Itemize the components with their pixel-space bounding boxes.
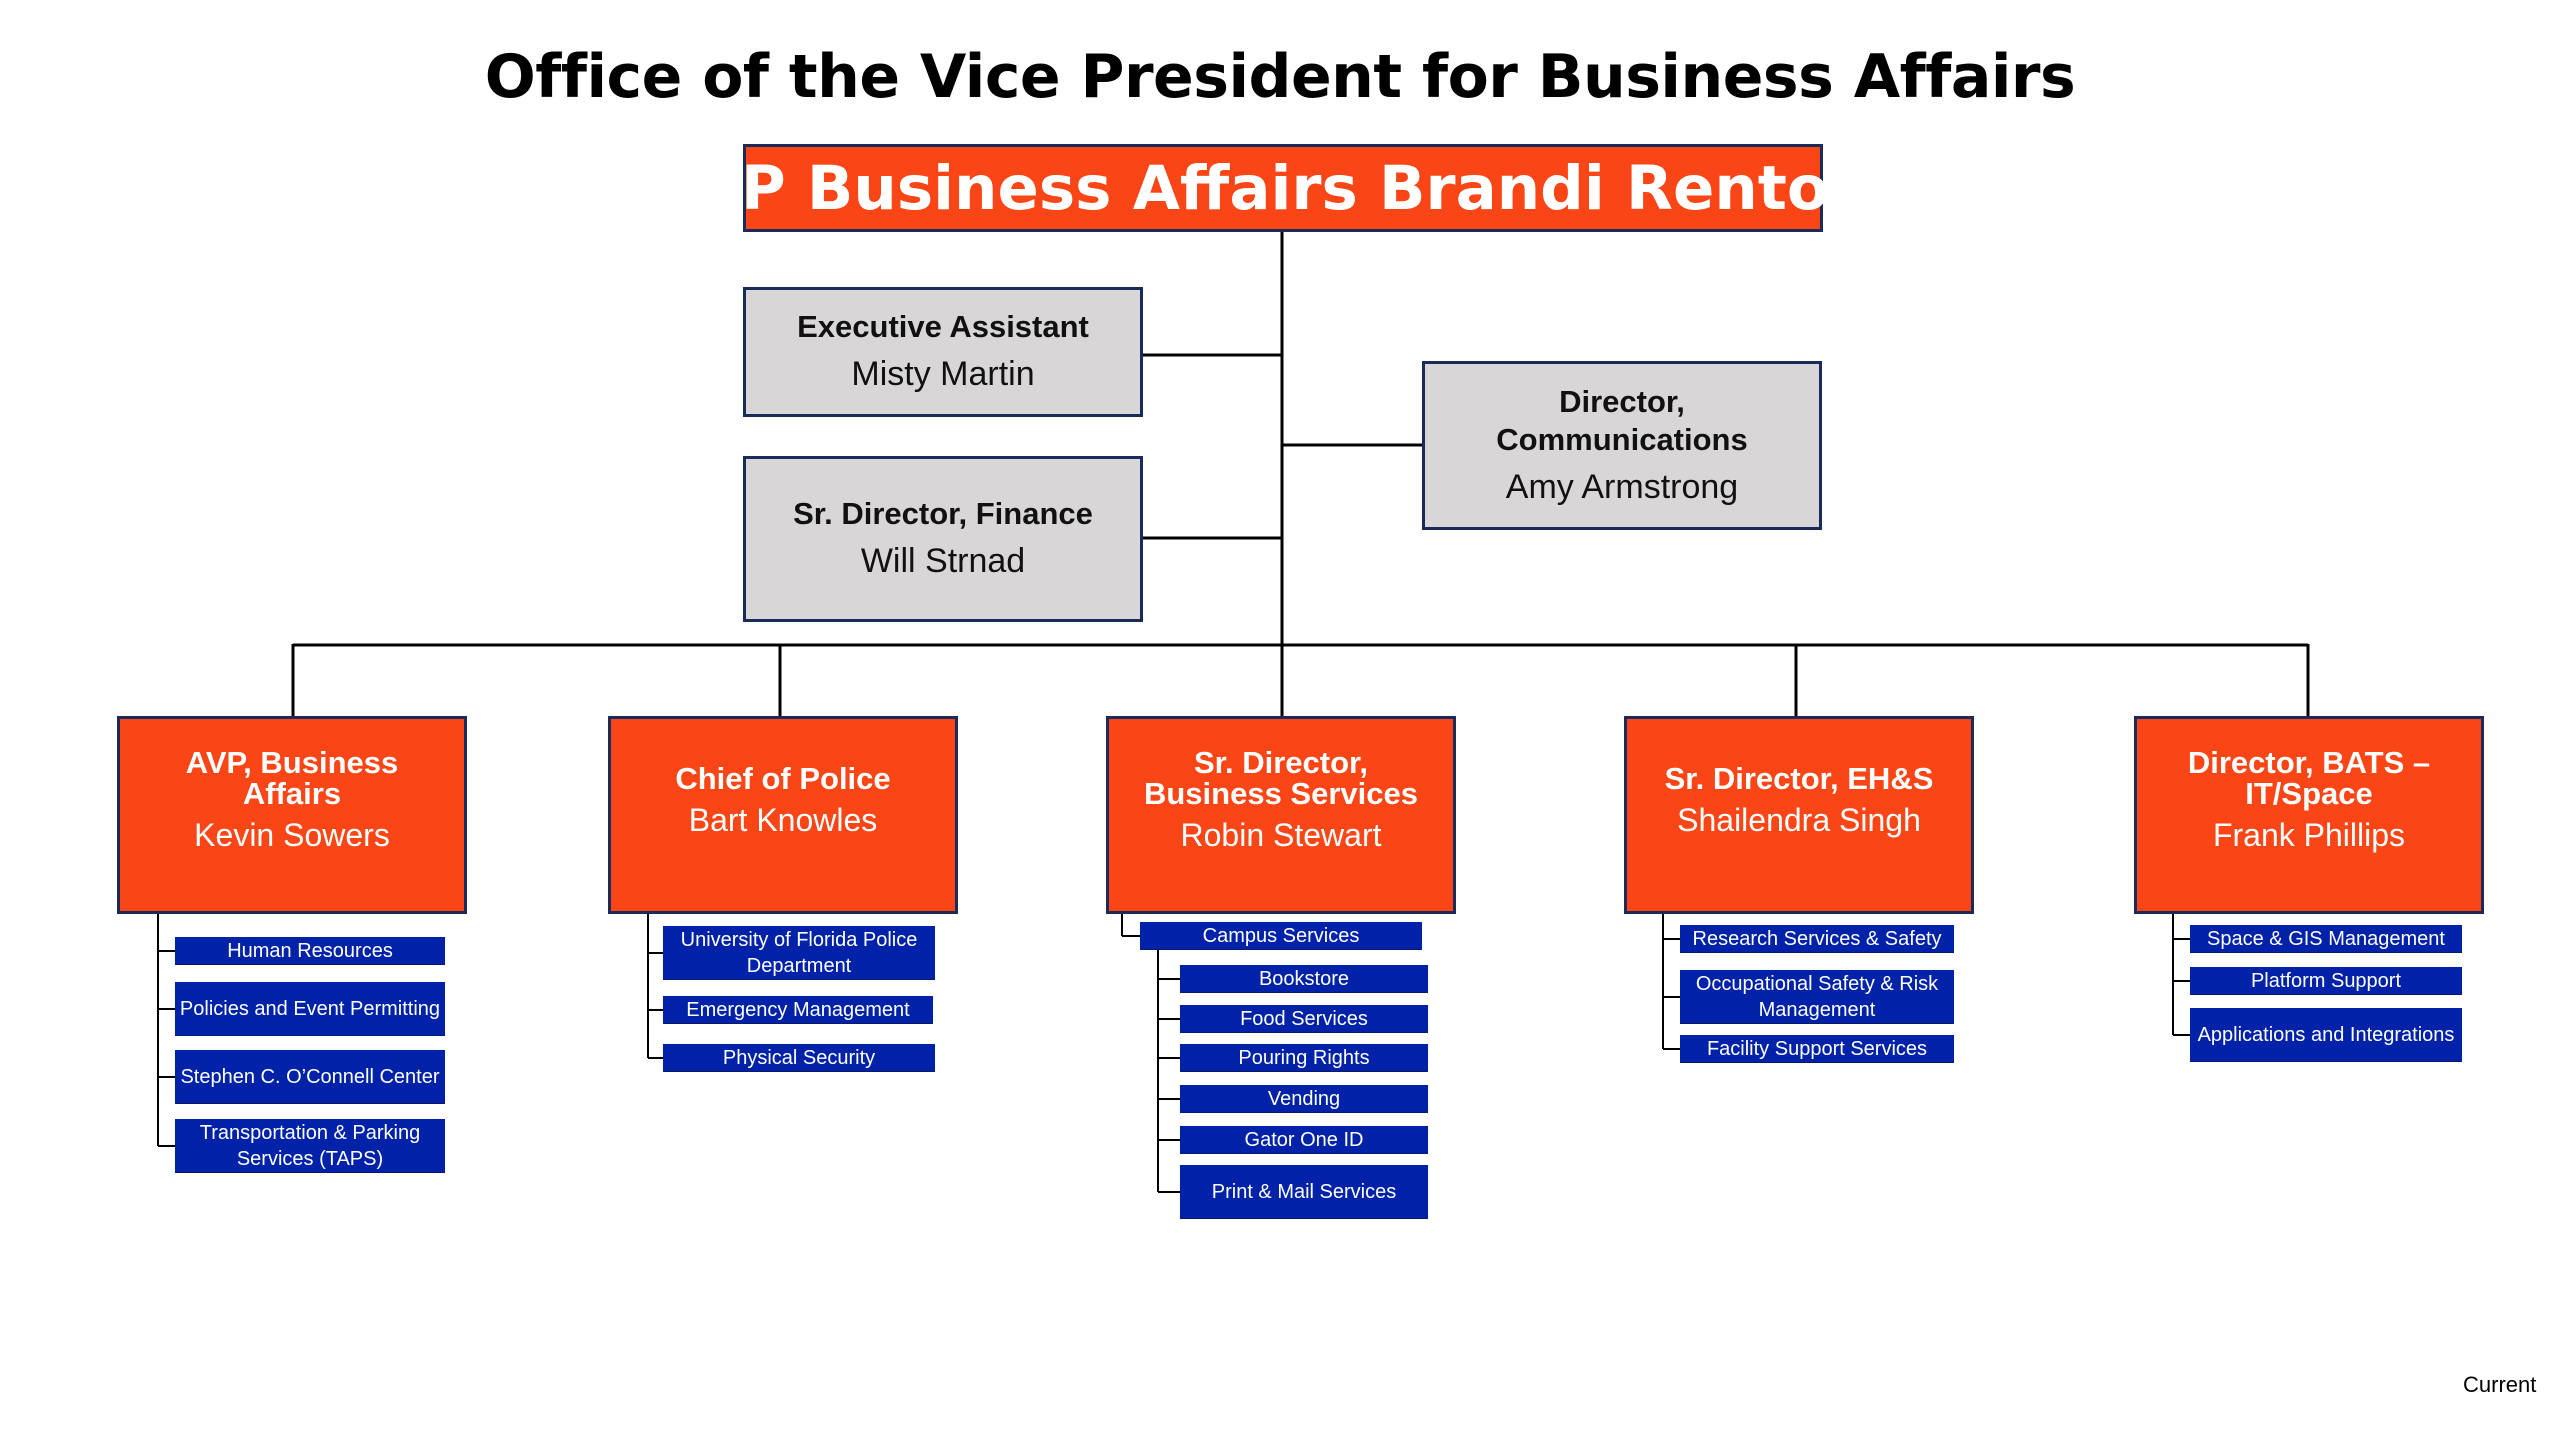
dept-title: Director, BATS – IT/Space: [2187, 745, 2431, 811]
dept-title: Sr. Director, EH&S: [1664, 760, 1934, 796]
dept-box-ehs: Sr. Director, EH&S Shailendra Singh: [1624, 716, 1974, 914]
dept-name: Kevin Sowers: [194, 817, 390, 853]
page-title: Office of the Vice President for Busines…: [484, 42, 2076, 112]
dept-box-avp-business-affairs: AVP, Business Affairs Kevin Sowers: [117, 716, 467, 914]
unit-box: Platform Support: [2190, 967, 2462, 995]
unit-box: Campus Services: [1140, 922, 1422, 950]
unit-box: Bookstore: [1180, 965, 1428, 993]
staff-title: Director, Communications: [1496, 383, 1748, 457]
unit-box: Physical Security: [663, 1044, 935, 1072]
dept-box-chief-of-police: Chief of Police Bart Knowles: [608, 716, 958, 914]
staff-name: Misty Martin: [851, 355, 1035, 393]
unit-box: Transportation & Parking Services (TAPS): [175, 1119, 445, 1173]
unit-box: Space & GIS Management: [2190, 925, 2462, 953]
dept-box-business-services: Sr. Director, Business Services Robin St…: [1106, 716, 1456, 914]
staff-name: Amy Armstrong: [1505, 467, 1739, 506]
unit-box: Stephen C. O’Connell Center: [175, 1050, 445, 1104]
unit-box: Human Resources: [175, 937, 445, 965]
staff-box-finance: Sr. Director, Finance Will Strnad: [743, 456, 1143, 622]
unit-box: Applications and Integrations: [2190, 1008, 2462, 1062]
dept-title: Chief of Police: [675, 760, 891, 796]
unit-box: University of Florida Police Department: [663, 926, 935, 980]
dept-title: AVP, Business Affairs: [185, 745, 399, 811]
staff-title: Executive Assistant: [797, 309, 1089, 344]
unit-box: Food Services: [1180, 1005, 1428, 1033]
unit-box: Emergency Management: [663, 996, 933, 1024]
unit-box: Pouring Rights: [1180, 1044, 1428, 1072]
footer-label: Current: [2463, 1372, 2537, 1397]
staff-box-communications: Director, Communications Amy Armstrong: [1422, 361, 1822, 530]
vp-box: VP Business Affairs Brandi Renton: [694, 144, 1872, 232]
unit-box: Facility Support Services: [1680, 1035, 1954, 1063]
unit-box: Print & Mail Services: [1180, 1165, 1428, 1219]
dept-name: Bart Knowles: [688, 801, 878, 838]
dept-name: Frank Phillips: [2212, 817, 2406, 853]
unit-box: Vending: [1180, 1085, 1428, 1113]
unit-box: Gator One ID: [1180, 1126, 1428, 1154]
dept-title: Sr. Director, Business Services: [1143, 745, 1418, 811]
unit-box: Research Services & Safety: [1680, 925, 1954, 953]
staff-name: Will Strnad: [860, 542, 1026, 580]
unit-box: Occupational Safety & Risk Management: [1680, 970, 1954, 1024]
dept-box-bats-it-space: Director, BATS – IT/Space Frank Phillips: [2134, 716, 2484, 914]
dept-name: Robin Stewart: [1180, 817, 1382, 853]
unit-box: Policies and Event Permitting: [175, 982, 445, 1036]
staff-title: Sr. Director, Finance: [793, 496, 1093, 531]
dept-name: Shailendra Singh: [1677, 801, 1921, 838]
staff-box-executive-assistant: Executive Assistant Misty Martin: [743, 287, 1143, 417]
